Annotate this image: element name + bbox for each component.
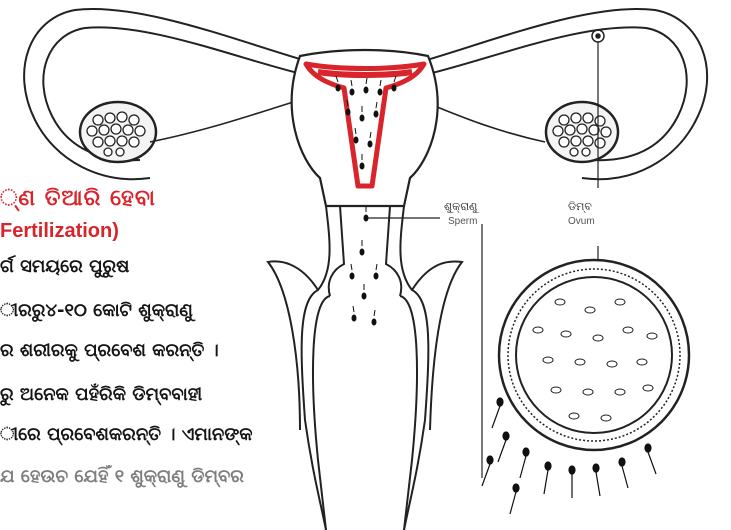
uterus [292, 50, 438, 206]
text-line-3: ର ଶରୀରକୁ ପ୍ରବେଶ କରନ୍ତି । [0, 340, 219, 361]
section-subheading: Fertilization) [0, 220, 119, 243]
sperm-label-odia: ଶୁକ୍ରାଣୁ [444, 200, 477, 214]
ovum-in-tube [592, 30, 604, 42]
text-line-5: ୀରେ ପ୍ରବେଶକରନ୍ତି । ଏମାନଙ୍କ [0, 424, 253, 445]
sperm-label-english: Sperm [448, 216, 477, 227]
text-line-4: ରୁ ଅନେକ ପହଁରିକି ଡିମ୍ବବାହୀ [0, 384, 202, 405]
text-line-1: ର୍ଗ ସମୟରେ ପୁରୁଷ [0, 256, 129, 277]
enlarged-ovum [499, 260, 689, 450]
ovum-label-english: Ovum [568, 216, 595, 227]
section-heading: ୍ଣ ତିଆରି ହେବା [0, 186, 156, 211]
right-ovary [546, 102, 618, 162]
text-line-2: ୀରରୁ୪-୧୦ କୋଟି ଶୁକ୍ରାଣୁ [0, 300, 193, 321]
ovum-label-odia: ଡିମ୍ବ [568, 200, 592, 214]
cervix-vagina [268, 206, 462, 530]
text-line-6: ଯ ହେଉଚ ଯେହିଁ ୧ ଶୁକ୍ରାଣୁ ଡିମ୍ବର [0, 466, 244, 487]
left-fallopian-tube [24, 9, 310, 179]
left-ovary [80, 102, 156, 162]
